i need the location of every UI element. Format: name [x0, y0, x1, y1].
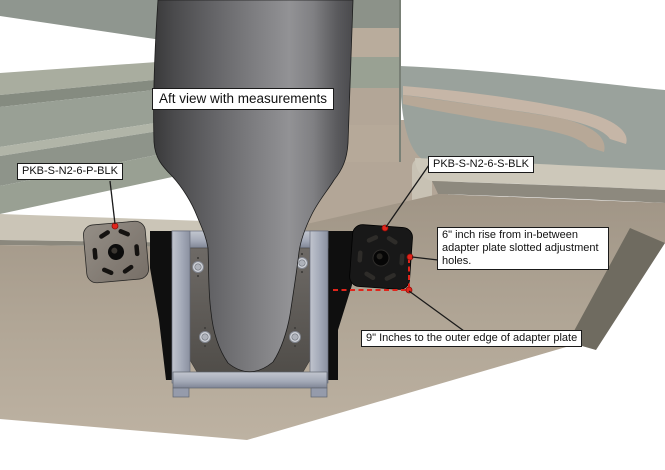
splashwell-coaming-outer	[403, 86, 627, 144]
adapter-bolts	[192, 253, 308, 347]
width-note-callout: 9" Inches to the outer edge of adapter p…	[361, 330, 583, 347]
left-rail	[171, 230, 191, 384]
starboard-bracket-callout: PKB-S-N2-6-S-BLK	[428, 156, 534, 173]
splashwell-coaming-inner	[403, 95, 605, 152]
mount-brackets	[83, 220, 413, 380]
right-rail	[309, 230, 329, 384]
leader-lines	[109, 164, 465, 332]
starboard-bracket-gusset	[324, 231, 357, 380]
rise-note-callout: 6" inch rise from in-between adapter pla…	[437, 227, 609, 270]
starboard-label-leader	[385, 164, 430, 228]
port-bracket-gusset	[150, 231, 177, 380]
transom-bracket-strip	[344, 0, 401, 162]
port-plate-slots	[92, 229, 140, 276]
bottom-cross-rail	[172, 371, 328, 389]
port-label-leader	[109, 180, 116, 225]
starboard-plate-slots	[357, 235, 405, 281]
starboard-mount-plate	[349, 224, 413, 290]
measurement-annotations	[109, 164, 465, 332]
title-callout: Aft view with measurements	[152, 88, 335, 110]
width-note-leader	[408, 290, 465, 332]
port-mount-plate	[83, 220, 149, 284]
port-bracket-callout: PKB-S-N2-6-P-BLK	[17, 163, 123, 180]
bottom-foot-left	[172, 387, 190, 398]
bottom-foot-right	[310, 387, 328, 398]
rise-note-leader	[411, 256, 439, 261]
starboard-chine-facet	[568, 228, 665, 350]
transom-cap-shadow	[432, 181, 665, 203]
